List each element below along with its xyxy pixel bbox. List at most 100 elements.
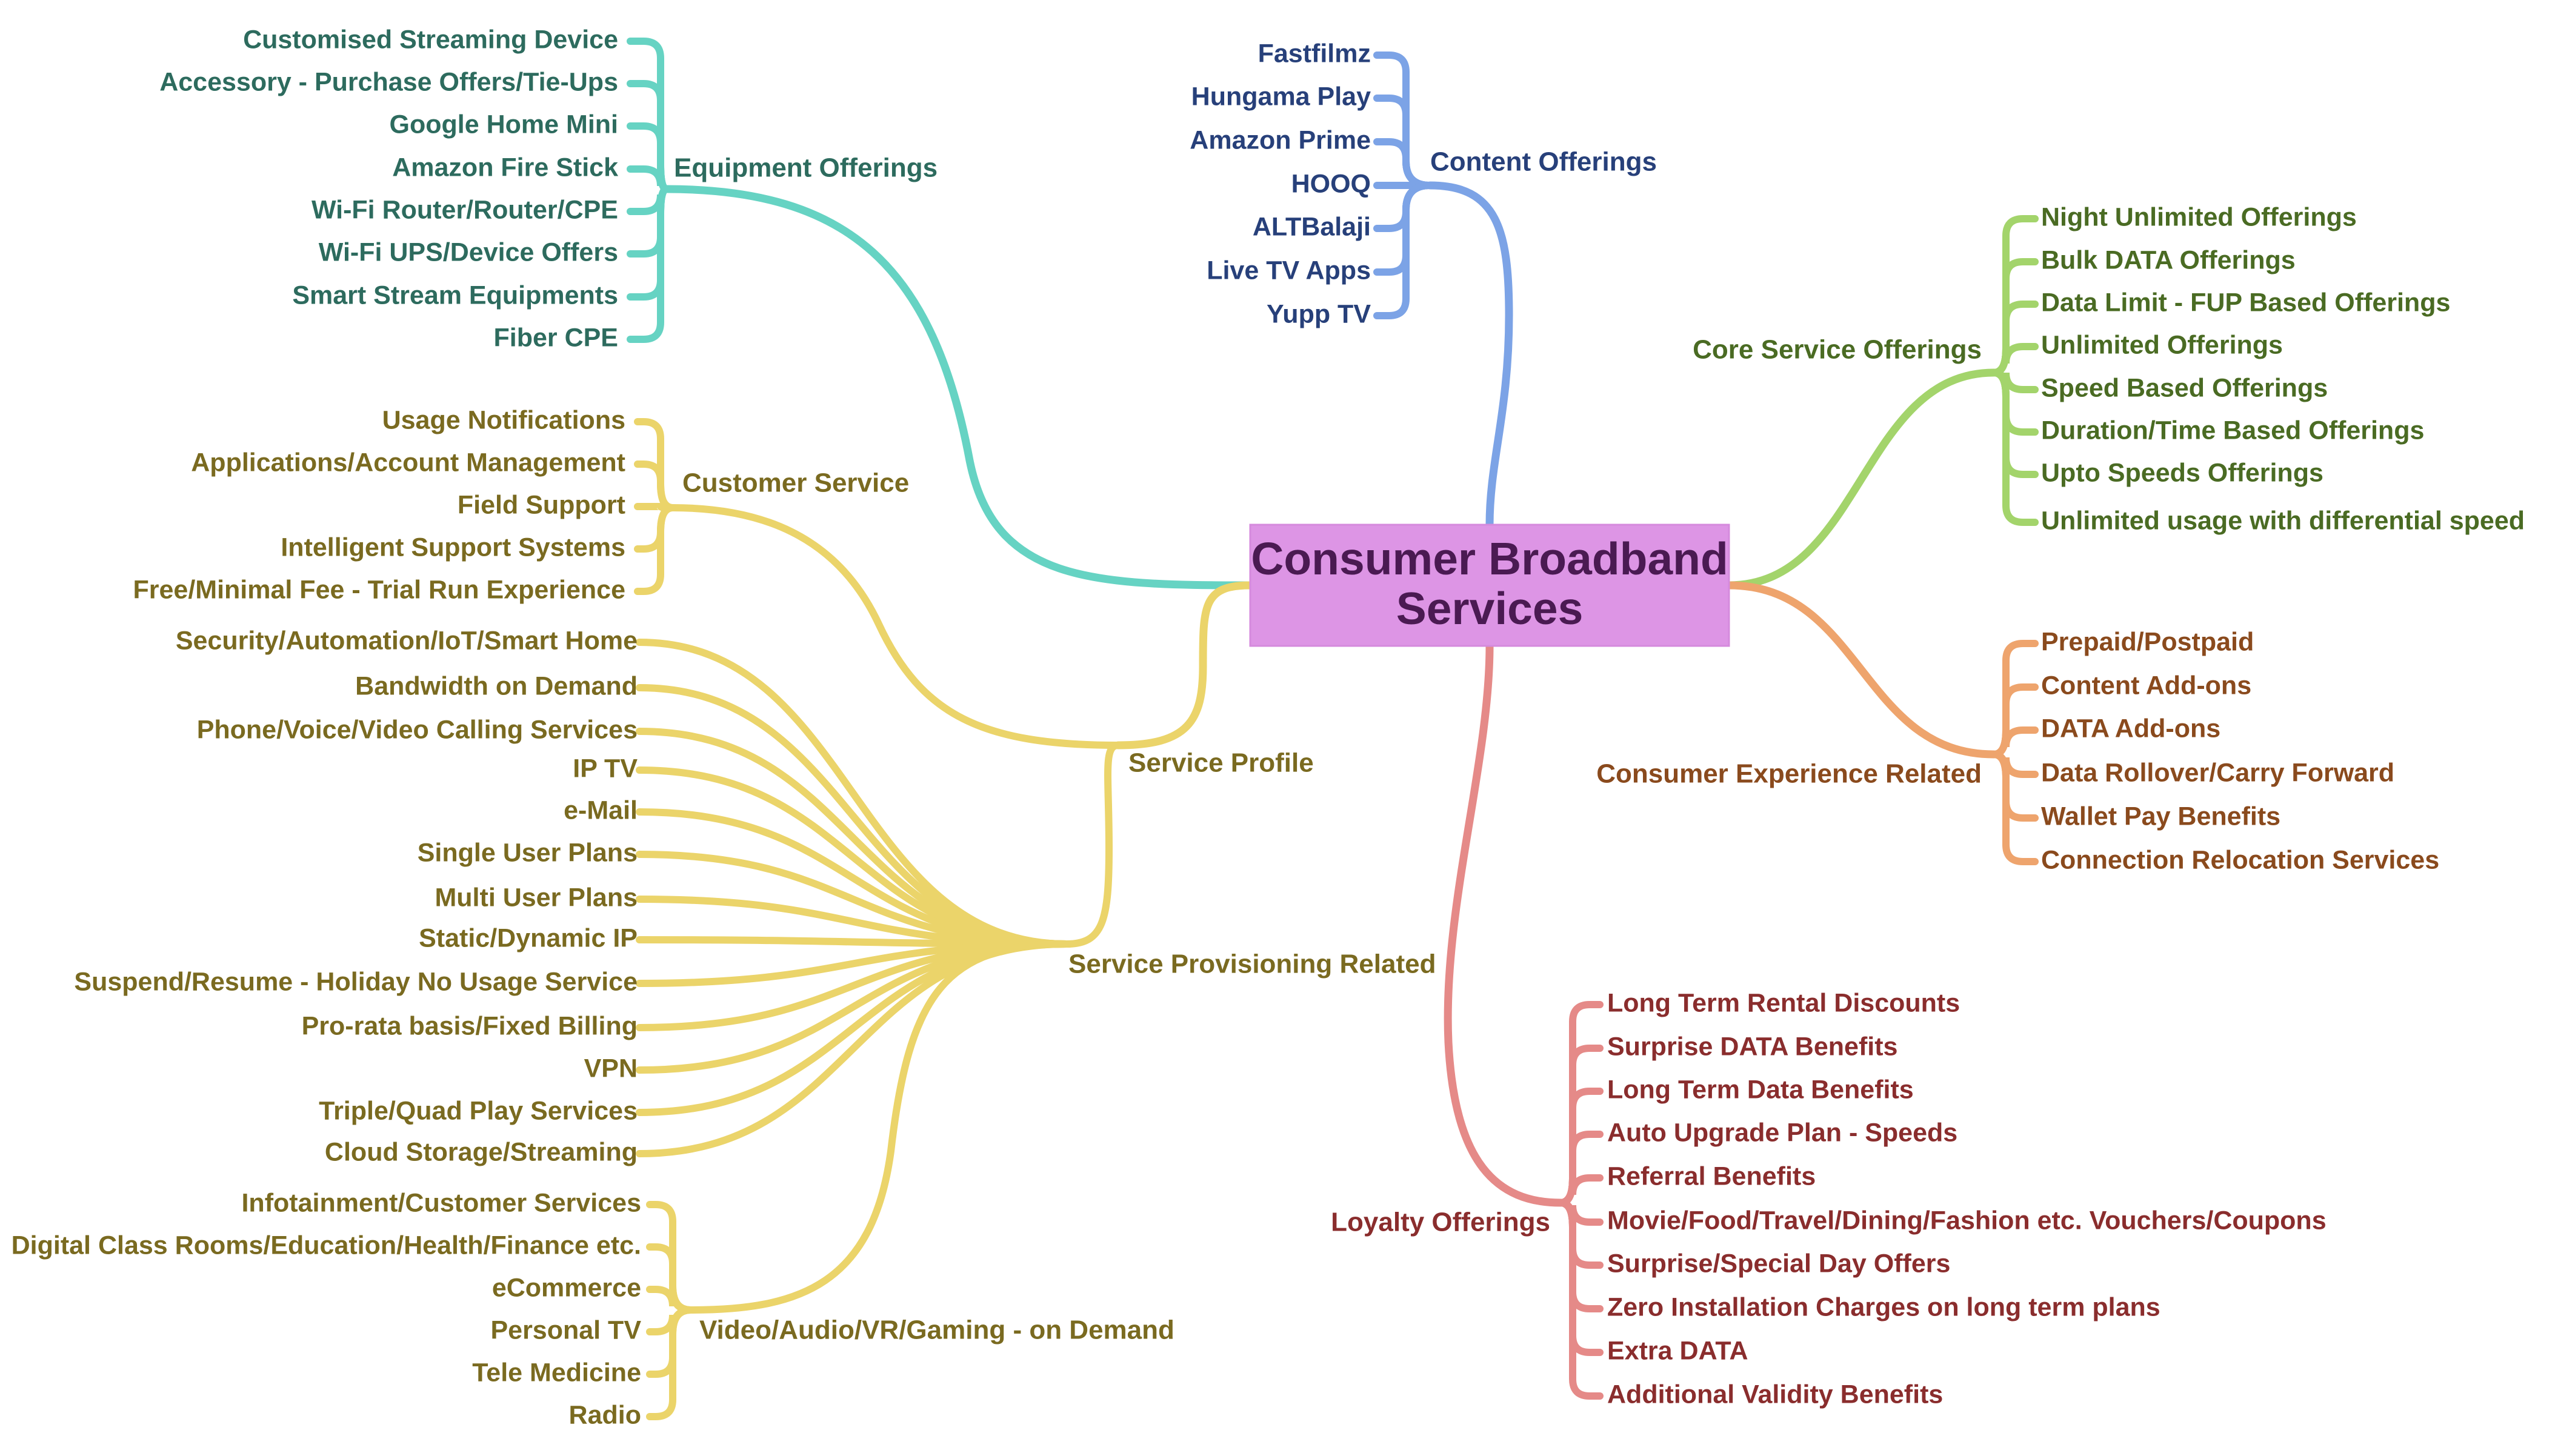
core-branch-line — [1725, 368, 1998, 590]
provisioning-item-cloud-storage-streaming[interactable]: Cloud Storage/Streaming — [325, 1137, 638, 1166]
equipment-item-google-home-mini[interactable]: Google Home Mini — [390, 110, 618, 139]
provisioning-item-single-user-plans[interactable]: Single User Plans — [418, 838, 638, 867]
provisioning-item-e-mail[interactable]: e-Mail — [564, 796, 638, 825]
content-offerings-label[interactable]: Content Offerings — [1430, 147, 1657, 177]
core-service-offerings-label[interactable]: Core Service Offerings — [1693, 335, 1982, 365]
on-demand-label[interactable]: Video/Audio/VR/Gaming - on Demand — [699, 1315, 1174, 1345]
customer-service-item-free-minimal-fee-trial-run-experience[interactable]: Free/Minimal Fee - Trial Run Experience — [133, 575, 626, 604]
core-item-data-limit-fup-based-offerings[interactable]: Data Limit - FUP Based Offerings — [2041, 288, 2450, 317]
service-provisioning-label[interactable]: Service Provisioning Related — [1068, 949, 1436, 979]
provisioning-leaf-line-3 — [636, 728, 1070, 948]
provisioning-item-bandwidth-on-demand[interactable]: Bandwidth on Demand — [355, 671, 638, 700]
content-item-hungama-play[interactable]: Hungama Play — [1191, 82, 1371, 111]
core-item-bulk-data-offerings[interactable]: Bulk DATA Offerings — [2041, 245, 2296, 274]
provisioning-item-suspend-resume-holiday-no-usage-service[interactable]: Suspend/Resume - Holiday No Usage Servic… — [74, 967, 638, 996]
content-item-hooq[interactable]: HOOQ — [1291, 169, 1371, 198]
central-title-line2: Services — [1396, 583, 1584, 634]
loyalty-leaf-line-5 — [1557, 1174, 1604, 1206]
experience-item-wallet-pay-benefits[interactable]: Wallet Pay Benefits — [2041, 802, 2280, 831]
experience-leaf-line-5 — [1990, 751, 2039, 822]
loyalty-item-surprise-data-benefits[interactable]: Surprise DATA Benefits — [1607, 1032, 1897, 1061]
loyalty-leaf-line-4 — [1557, 1131, 1604, 1206]
on-demand-item-ecommerce[interactable]: eCommerce — [492, 1273, 641, 1302]
provisioning-item-security-automation-iot-smart-home[interactable]: Security/Automation/IoT/Smart Home — [176, 626, 638, 655]
core-item-unlimited-usage-with-differential-speed[interactable]: Unlimited usage with differential speed — [2041, 506, 2525, 535]
equipment-item-wi-fi-ups-device-offers[interactable]: Wi-Fi UPS/Device Offers — [319, 238, 618, 267]
central-topic[interactable]: Consumer Broadband Services — [1249, 524, 1730, 647]
on-demand-branch-line — [687, 940, 1070, 1314]
core-leaf-line-3 — [1990, 301, 2039, 376]
equipment-item-accessory-purchase-offers-tie-ups[interactable]: Accessory - Purchase Offers/Tie-Ups — [159, 67, 618, 96]
core-leaf-line-8 — [1990, 369, 2039, 526]
experience-item-data-add-ons[interactable]: DATA Add-ons — [2041, 714, 2220, 743]
experience-item-content-add-ons[interactable]: Content Add-ons — [2041, 671, 2251, 700]
experience-item-prepaid-postpaid[interactable]: Prepaid/Postpaid — [2041, 627, 2254, 656]
core-leaf-line-6 — [1990, 369, 2039, 436]
provisioning-branch-line — [1063, 742, 1122, 948]
provisioning-item-static-dynamic-ip[interactable]: Static/Dynamic IP — [419, 923, 638, 952]
on-demand-item-tele-medicine[interactable]: Tele Medicine — [472, 1358, 641, 1387]
provisioning-item-phone-voice-video-calling-services[interactable]: Phone/Voice/Video Calling Services — [197, 715, 638, 744]
loyalty-branch-line — [1444, 642, 1565, 1207]
equipment-item-amazon-fire-stick[interactable]: Amazon Fire Stick — [392, 153, 618, 182]
loyalty-item-auto-upgrade-plan-speeds[interactable]: Auto Upgrade Plan - Speeds — [1607, 1118, 1957, 1147]
on-demand-item-personal-tv[interactable]: Personal TV — [490, 1315, 641, 1345]
content-item-altbalaji[interactable]: ALTBalaji — [1253, 212, 1371, 241]
experience-branch-line — [1725, 581, 1998, 759]
core-item-night-unlimited-offerings[interactable]: Night Unlimited Offerings — [2041, 202, 2357, 231]
on-demand-item-infotainment-customer-services[interactable]: Infotainment/Customer Services — [241, 1188, 641, 1217]
customer-service-leaf-line-5 — [634, 504, 676, 595]
loyalty-leaf-line-1 — [1557, 1001, 1604, 1206]
core-leaf-line-4 — [1990, 343, 2039, 376]
loyalty-leaf-line-3 — [1557, 1088, 1604, 1206]
customer-service-item-field-support[interactable]: Field Support — [458, 490, 625, 519]
central-title-line1: Consumer Broadband — [1251, 533, 1728, 584]
equipment-item-wi-fi-router-router-cpe[interactable]: Wi-Fi Router/Router/CPE — [311, 195, 618, 224]
provisioning-item-multi-user-plans[interactable]: Multi User Plans — [435, 883, 638, 912]
content-item-amazon-prime[interactable]: Amazon Prime — [1190, 125, 1371, 155]
on-demand-leaf-line-6 — [646, 1306, 695, 1420]
consumer-experience-label[interactable]: Consumer Experience Related — [1596, 759, 1982, 789]
equipment-item-fiber-cpe[interactable]: Fiber CPE — [494, 323, 619, 352]
loyalty-item-zero-installation-charges-on-long-term-plans[interactable]: Zero Installation Charges on long term p… — [1607, 1292, 2160, 1321]
loyalty-item-surprise-special-day-offers[interactable]: Surprise/Special Day Offers — [1607, 1249, 1950, 1278]
equipment-item-customised-streaming-device[interactable]: Customised Streaming Device — [243, 25, 618, 54]
service-profile-label[interactable]: Service Profile — [1128, 748, 1314, 778]
content-item-yupp-tv[interactable]: Yupp TV — [1267, 299, 1371, 328]
content-leaf-line-7 — [1373, 182, 1434, 319]
provisioning-item-triple-quad-play-services[interactable]: Triple/Quad Play Services — [319, 1096, 638, 1125]
core-item-speed-based-offerings[interactable]: Speed Based Offerings — [2041, 373, 2328, 402]
provisioning-leaf-line-10 — [636, 940, 1070, 1031]
equipment-leaf-line-4 — [627, 165, 670, 193]
equipment-offerings-label[interactable]: Equipment Offerings — [674, 153, 938, 183]
loyalty-item-referral-benefits[interactable]: Referral Benefits — [1607, 1162, 1816, 1191]
loyalty-item-additional-validity-benefits[interactable]: Additional Validity Benefits — [1607, 1380, 1943, 1409]
loyalty-item-extra-data[interactable]: Extra DATA — [1607, 1336, 1748, 1365]
customer-service-item-usage-notifications[interactable]: Usage Notifications — [382, 405, 625, 434]
experience-item-connection-relocation-services[interactable]: Connection Relocation Services — [2041, 845, 2439, 874]
customer-service-item-applications-account-management[interactable]: Applications/Account Management — [191, 448, 625, 477]
content-item-fastfilmz[interactable]: Fastfilmz — [1258, 39, 1371, 68]
core-item-duration-time-based-offerings[interactable]: Duration/Time Based Offerings — [2041, 416, 2424, 445]
customer-service-label[interactable]: Customer Service — [682, 468, 909, 498]
experience-leaf-line-2 — [1990, 683, 2039, 758]
provisioning-item-ip-tv[interactable]: IP TV — [573, 754, 638, 783]
on-demand-item-digital-class-rooms-education-health-finance-etc[interactable]: Digital Class Rooms/Education/Health/Fin… — [12, 1231, 641, 1260]
loyalty-item-long-term-rental-discounts[interactable]: Long Term Rental Discounts — [1607, 988, 1960, 1017]
provisioning-item-pro-rata-basis-fixed-billing[interactable]: Pro-rata basis/Fixed Billing — [302, 1011, 638, 1040]
loyalty-item-long-term-data-benefits[interactable]: Long Term Data Benefits — [1607, 1075, 1914, 1104]
on-demand-item-radio[interactable]: Radio — [569, 1400, 641, 1429]
equipment-branch-line — [662, 185, 1254, 590]
customer-service-item-intelligent-support-systems[interactable]: Intelligent Support Systems — [281, 533, 625, 562]
experience-leaf-line-3 — [1990, 726, 2039, 758]
node-labels: Equipment Offerings Customised Streaming … — [12, 25, 2525, 1429]
content-item-live-tv-apps[interactable]: Live TV Apps — [1207, 256, 1371, 285]
provisioning-item-vpn[interactable]: VPN — [584, 1054, 638, 1083]
experience-item-data-rollover-carry-forward[interactable]: Data Rollover/Carry Forward — [2041, 758, 2394, 787]
core-item-upto-speeds-offerings[interactable]: Upto Speeds Offerings — [2041, 458, 2323, 487]
equipment-leaf-line-8 — [627, 185, 670, 343]
core-item-unlimited-offerings[interactable]: Unlimited Offerings — [2041, 330, 2283, 359]
loyalty-item-movie-food-travel-dining-fashion-etc-vouchers-co[interactable]: Movie/Food/Travel/Dining/Fashion etc. Vo… — [1607, 1206, 2327, 1235]
loyalty-offerings-label[interactable]: Loyalty Offerings — [1331, 1208, 1550, 1237]
equipment-item-smart-stream-equipments[interactable]: Smart Stream Equipments — [292, 281, 618, 310]
